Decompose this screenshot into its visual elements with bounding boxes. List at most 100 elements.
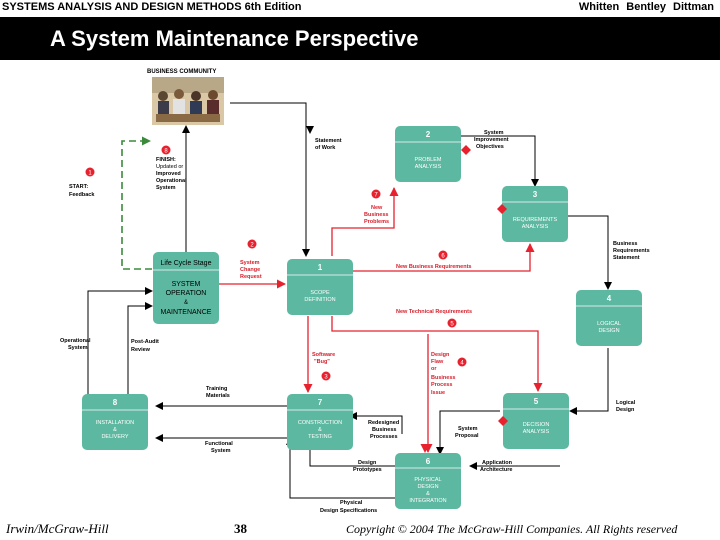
marker-5: 5 bbox=[450, 322, 454, 328]
functional-2: System bbox=[211, 448, 231, 454]
phase-5: 5 DECISION ANALYSIS bbox=[503, 393, 569, 449]
sio-1: System bbox=[484, 130, 504, 136]
flow-labels: START: Feedback FINISH: Updated or Impro… bbox=[60, 130, 650, 514]
phase-7: 7 CONSTRUCTION & TESTING bbox=[287, 394, 353, 450]
brs-2: Requirements bbox=[613, 248, 650, 254]
phase-2: 2 PROBLEM ANALYSIS bbox=[395, 126, 461, 182]
business-community: BUSINESS COMMUNITY bbox=[147, 69, 224, 125]
marker-3: 3 bbox=[324, 375, 328, 381]
lifecycle-line-4: MAINTENANCE bbox=[161, 309, 212, 316]
book-name: SYSTEMS ANALYSIS AND DESIGN METHODS bbox=[2, 1, 242, 13]
design-flaw-4: Business bbox=[431, 375, 455, 381]
training-2: Materials bbox=[206, 393, 230, 399]
start-label-1: START: bbox=[69, 184, 88, 190]
black-flow-arrows bbox=[87, 102, 612, 499]
lifecycle-heading: Life Cycle Stage bbox=[161, 260, 212, 267]
phase-1-number: 1 bbox=[318, 263, 323, 272]
phase-1: 1 SCOPE DEFINITION bbox=[287, 259, 353, 315]
slide-title: A System Maintenance Perspective bbox=[50, 26, 419, 51]
red-flow-arrows bbox=[219, 187, 543, 453]
phase-7-line-1: CONSTRUCTION bbox=[298, 420, 342, 426]
pds-2: Design Specifications bbox=[320, 508, 377, 514]
design-flaw-2: Flaw bbox=[431, 359, 444, 365]
maintenance-diagram: BUSINESS COMMUNITY bbox=[60, 66, 660, 518]
operational-system-2: System bbox=[68, 345, 88, 351]
page-number: 38 bbox=[234, 521, 247, 536]
diagram-svg: BUSINESS COMMUNITY bbox=[60, 69, 650, 514]
phase-6-line-4: INTEGRATION bbox=[409, 498, 446, 504]
design-flaw-6: Issue bbox=[431, 390, 445, 396]
marker-8: 8 bbox=[164, 149, 168, 155]
phase-7-line-2: & bbox=[318, 427, 322, 433]
software-bug-2: "Bug" bbox=[314, 359, 330, 365]
nbp-1: New bbox=[371, 205, 383, 211]
design-flaw-3: or bbox=[431, 366, 437, 372]
authors: Whitten Bentley Dittman bbox=[578, 1, 714, 13]
phase-6-line-1: PHYSICAL bbox=[414, 477, 441, 483]
phase-6-number: 6 bbox=[426, 457, 431, 466]
phase-3-number: 3 bbox=[533, 190, 538, 199]
phase-4-line-2: DESIGN bbox=[598, 328, 619, 334]
statement-of-work-2: of Work bbox=[315, 145, 336, 151]
phase-5-line-2: ANALYSIS bbox=[523, 429, 550, 435]
nbp-3: Problems bbox=[364, 219, 389, 225]
diamond-phase-3 bbox=[497, 204, 507, 214]
diamond-phase-5 bbox=[498, 416, 508, 426]
phase-1-line-1: SCOPE bbox=[310, 290, 330, 296]
phase-2-line-2: ANALYSIS bbox=[415, 164, 442, 170]
phase-4-line-1: LOGICAL bbox=[597, 321, 621, 327]
functional-1: Functional bbox=[205, 441, 233, 447]
edition: 6th Edition bbox=[244, 1, 302, 13]
brs-3: Statement bbox=[613, 255, 640, 261]
phase-5-line-1: DECISION bbox=[523, 422, 550, 428]
app-arch-2: Architecture bbox=[480, 467, 512, 473]
marker-1: 1 bbox=[88, 171, 92, 177]
post-audit-2: Review bbox=[131, 347, 151, 353]
phase-6-line-2: DESIGN bbox=[417, 484, 438, 490]
phase-5-number: 5 bbox=[534, 397, 539, 406]
lifecycle-line-3: & bbox=[184, 300, 188, 306]
copyright: Copyright © 2004 The McGraw-Hill Compani… bbox=[346, 522, 678, 536]
step-markers: 1 2 3 4 5 6 7 8 bbox=[85, 145, 467, 381]
design-flaw-5: Process bbox=[431, 382, 452, 388]
new-business-requirements: New Business Requirements bbox=[396, 264, 472, 270]
design-flaw-1: Design bbox=[431, 352, 450, 358]
nbp-2: Business bbox=[364, 212, 388, 218]
finish-label-1: FINISH: bbox=[156, 157, 176, 163]
phase-8-line-1: INSTALLATION bbox=[96, 420, 134, 426]
operational-system-1: Operational bbox=[60, 338, 91, 344]
phase-2-line-1: PROBLEM bbox=[415, 157, 442, 163]
finish-label-2: Updated or bbox=[156, 164, 183, 170]
phase-6: 6 PHYSICAL DESIGN & INTEGRATION bbox=[395, 453, 461, 509]
phase-7-line-3: TESTING bbox=[308, 434, 332, 440]
prototypes-2: Prototypes bbox=[353, 467, 382, 473]
proposal-2: Proposal bbox=[455, 433, 479, 439]
sio-2: Improvement bbox=[474, 137, 509, 143]
diamond-phase-2 bbox=[461, 145, 471, 155]
phase-6-line-3: & bbox=[426, 491, 430, 497]
phase-1-line-2: DEFINITION bbox=[304, 297, 335, 303]
business-community-label: BUSINESS COMMUNITY bbox=[147, 69, 216, 75]
phase-8: 8 INSTALLATION & DELIVERY bbox=[82, 394, 148, 450]
software-bug-1: Software bbox=[312, 352, 335, 358]
start-label-2: Feedback bbox=[69, 192, 95, 198]
proposal-1: System bbox=[458, 426, 478, 432]
phase-3-line-1: REQUIREMENTS bbox=[513, 217, 558, 223]
marker-4: 4 bbox=[460, 361, 464, 367]
lifecycle-stage-box: Life Cycle Stage SYSTEM OPERATION & MAIN… bbox=[153, 252, 219, 324]
redesigned-2: Business bbox=[372, 427, 396, 433]
marker-2: 2 bbox=[250, 243, 254, 249]
statement-of-work-1: Statement bbox=[315, 138, 342, 144]
sio-3: Objectives bbox=[476, 144, 504, 150]
scr-3: Request bbox=[240, 274, 262, 280]
logical-design-1: Logical bbox=[616, 400, 636, 406]
phase-4-number: 4 bbox=[607, 294, 612, 303]
finish-label-4: Operational bbox=[156, 178, 187, 184]
lifecycle-line-1: SYSTEM bbox=[172, 281, 201, 288]
new-technical-requirements: New Technical Requirements bbox=[396, 309, 472, 315]
phase-8-number: 8 bbox=[113, 398, 118, 407]
prototypes-1: Design bbox=[358, 460, 377, 466]
title-bar: A System Maintenance Perspective bbox=[0, 17, 720, 60]
phase-8-line-2: & bbox=[113, 427, 117, 433]
redesigned-1: Redesigned bbox=[368, 420, 399, 426]
